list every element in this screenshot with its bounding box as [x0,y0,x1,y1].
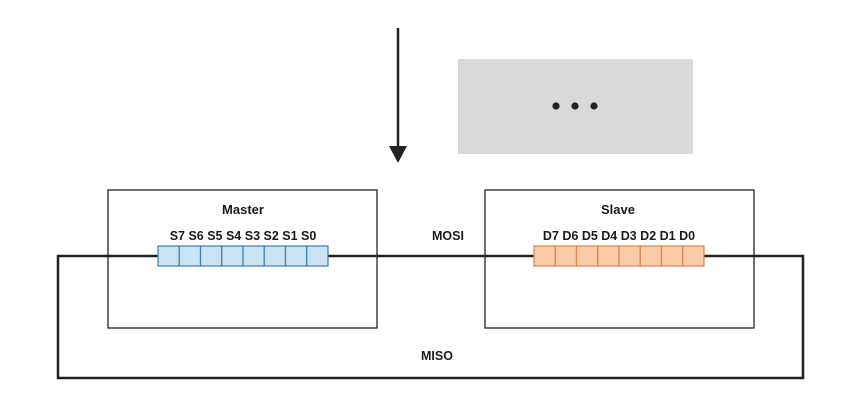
master-title: Master [222,202,264,217]
master-device: Master S7 S6 S5 S4 S3 S2 S1 S0 [107,189,378,329]
slave-register-cell [618,245,641,267]
slave-register-cell [597,245,620,267]
master-register-cell [221,245,244,267]
miso-label: MISO [421,349,453,363]
slave-register-cell [682,245,705,267]
slave-register-cell [660,245,684,267]
mosi-label: MOSI [432,229,464,243]
slave-title: Slave [601,202,635,217]
master-register-cell [284,245,308,267]
down-arrow [389,28,407,163]
slave-register-cell [554,245,578,267]
slave-shift-register [533,245,705,267]
slave-bit-labels: D7 D6 D5 D4 D3 D2 D1 D0 [543,229,695,243]
placeholder-box [458,59,693,154]
master-register-cell [199,245,223,267]
master-register-cell [178,245,202,267]
master-shift-register [157,245,329,267]
miso-line [56,254,805,380]
master-register-cell [242,245,265,267]
slave-register-cell [575,245,599,267]
slave-device: Slave D7 D6 D5 D4 D3 D2 D1 D0 [484,189,755,329]
master-register-cell [157,245,180,267]
master-register-cell [263,245,287,267]
ellipsis-icon [552,102,598,110]
master-register-cell [306,245,329,267]
master-bit-labels: S7 S6 S5 S4 S3 S2 S1 S0 [170,229,317,243]
slave-register-cell [533,245,556,267]
slave-register-cell [639,245,663,267]
